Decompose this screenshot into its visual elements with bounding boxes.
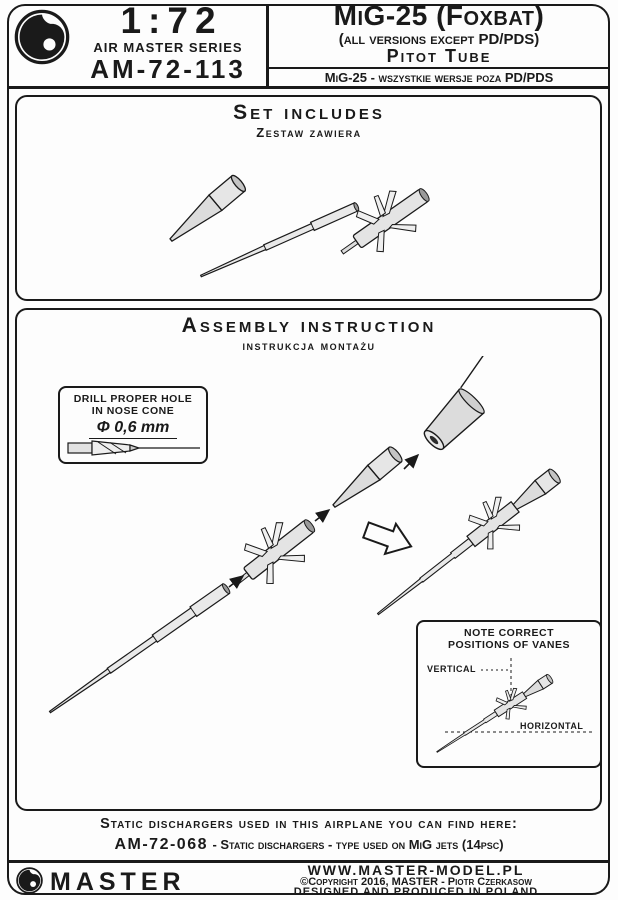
needle-part-drawing [48,583,231,714]
website-url: WWW.MASTER-MODEL.PL [307,862,525,878]
brand-logo-icon [14,9,70,65]
related-product-desc: - Static dischargers - type used on MiG … [212,837,504,852]
header-rule [267,67,610,69]
assembly-title: Assembly instruction [181,314,437,337]
vanes-position-illustration [436,658,595,753]
vertical-label: VERTICAL [425,664,478,674]
product-subtitle: (all versions except PD/PDS) [338,31,540,48]
origin-line: DESIGNED AND PRODUCED IN POLAND [293,886,539,898]
product-subtitle-polish: MiG-25 - wszystkie wersje poza PD/PDS [324,70,554,85]
assembled-pitot-drawing [376,468,561,616]
copyright-line: ©Copyright 2016, MASTER - Piotr Czerkaso… [300,876,532,888]
related-product-info: Static dischargers used in this airplane… [100,816,518,832]
vanes-note-line2: POSITIONS OF VANES [448,639,570,651]
assembly-arrow-2 [314,509,331,523]
result-arrow [361,521,413,556]
horizontal-label: HORIZONTAL [518,721,586,731]
drill-note-box: DRILL PROPER HOLE IN NOSE CONE Φ 0,6 mm [58,386,208,464]
set-includes-title: Set includes [233,101,385,124]
part-vane-unit-illustration [340,188,430,255]
part-cone-illustration [169,174,247,242]
assembly-section [15,308,602,811]
drill-diameter-wrap: Φ 0,6 mm [60,419,206,439]
footer-contact-block: WWW.MASTER-MODEL.PL ©Copyright 2016, MAS… [230,862,602,898]
nose-cone-drawing [423,356,494,451]
page-border [7,4,610,895]
related-product-code: AM-72-068 [114,836,208,853]
vane-unit-drawing [233,519,316,587]
assembly-arrow-3 [403,453,420,470]
drill-bit-icon [67,440,200,456]
drill-diameter-value: Φ 0,6 mm [88,419,178,439]
drill-note-line1: DRILL PROPER HOLE [73,393,193,405]
set-parts-illustration [169,174,430,278]
scale-label: 1:72 [120,0,223,41]
assembly-diagram [48,356,561,714]
related-product-line: AM-72-068 - Static dischargers - type us… [0,836,618,854]
vanes-note-line1: NOTE CORRECT [464,627,554,639]
header-bottom-rule [7,86,610,89]
set-includes-subtitle: Zestaw zawiera [256,125,362,140]
vanes-note-box: NOTE CORRECT POSITIONS OF VANES [416,620,602,768]
cone-part-drawing [332,446,403,508]
set-includes-section [15,95,602,301]
header-vertical-divider [266,4,269,88]
product-code: AM-72-113 [90,54,246,84]
assembly-arrow-1 [228,575,245,589]
product-title: MiG-25 (Foxbat) [333,0,545,31]
part-needle-illustration [199,202,360,278]
footer-brand-name: MASTER [50,868,186,896]
drill-note-line2: IN NOSE CONE [91,405,175,417]
assembly-subtitle: instrukcja montażu [242,338,376,353]
footer-rule [7,860,610,863]
product-type: Pitot Tube [386,46,492,66]
footer-brand-logo-icon [16,867,43,894]
series-label: AIR MASTER SERIES [93,40,243,55]
